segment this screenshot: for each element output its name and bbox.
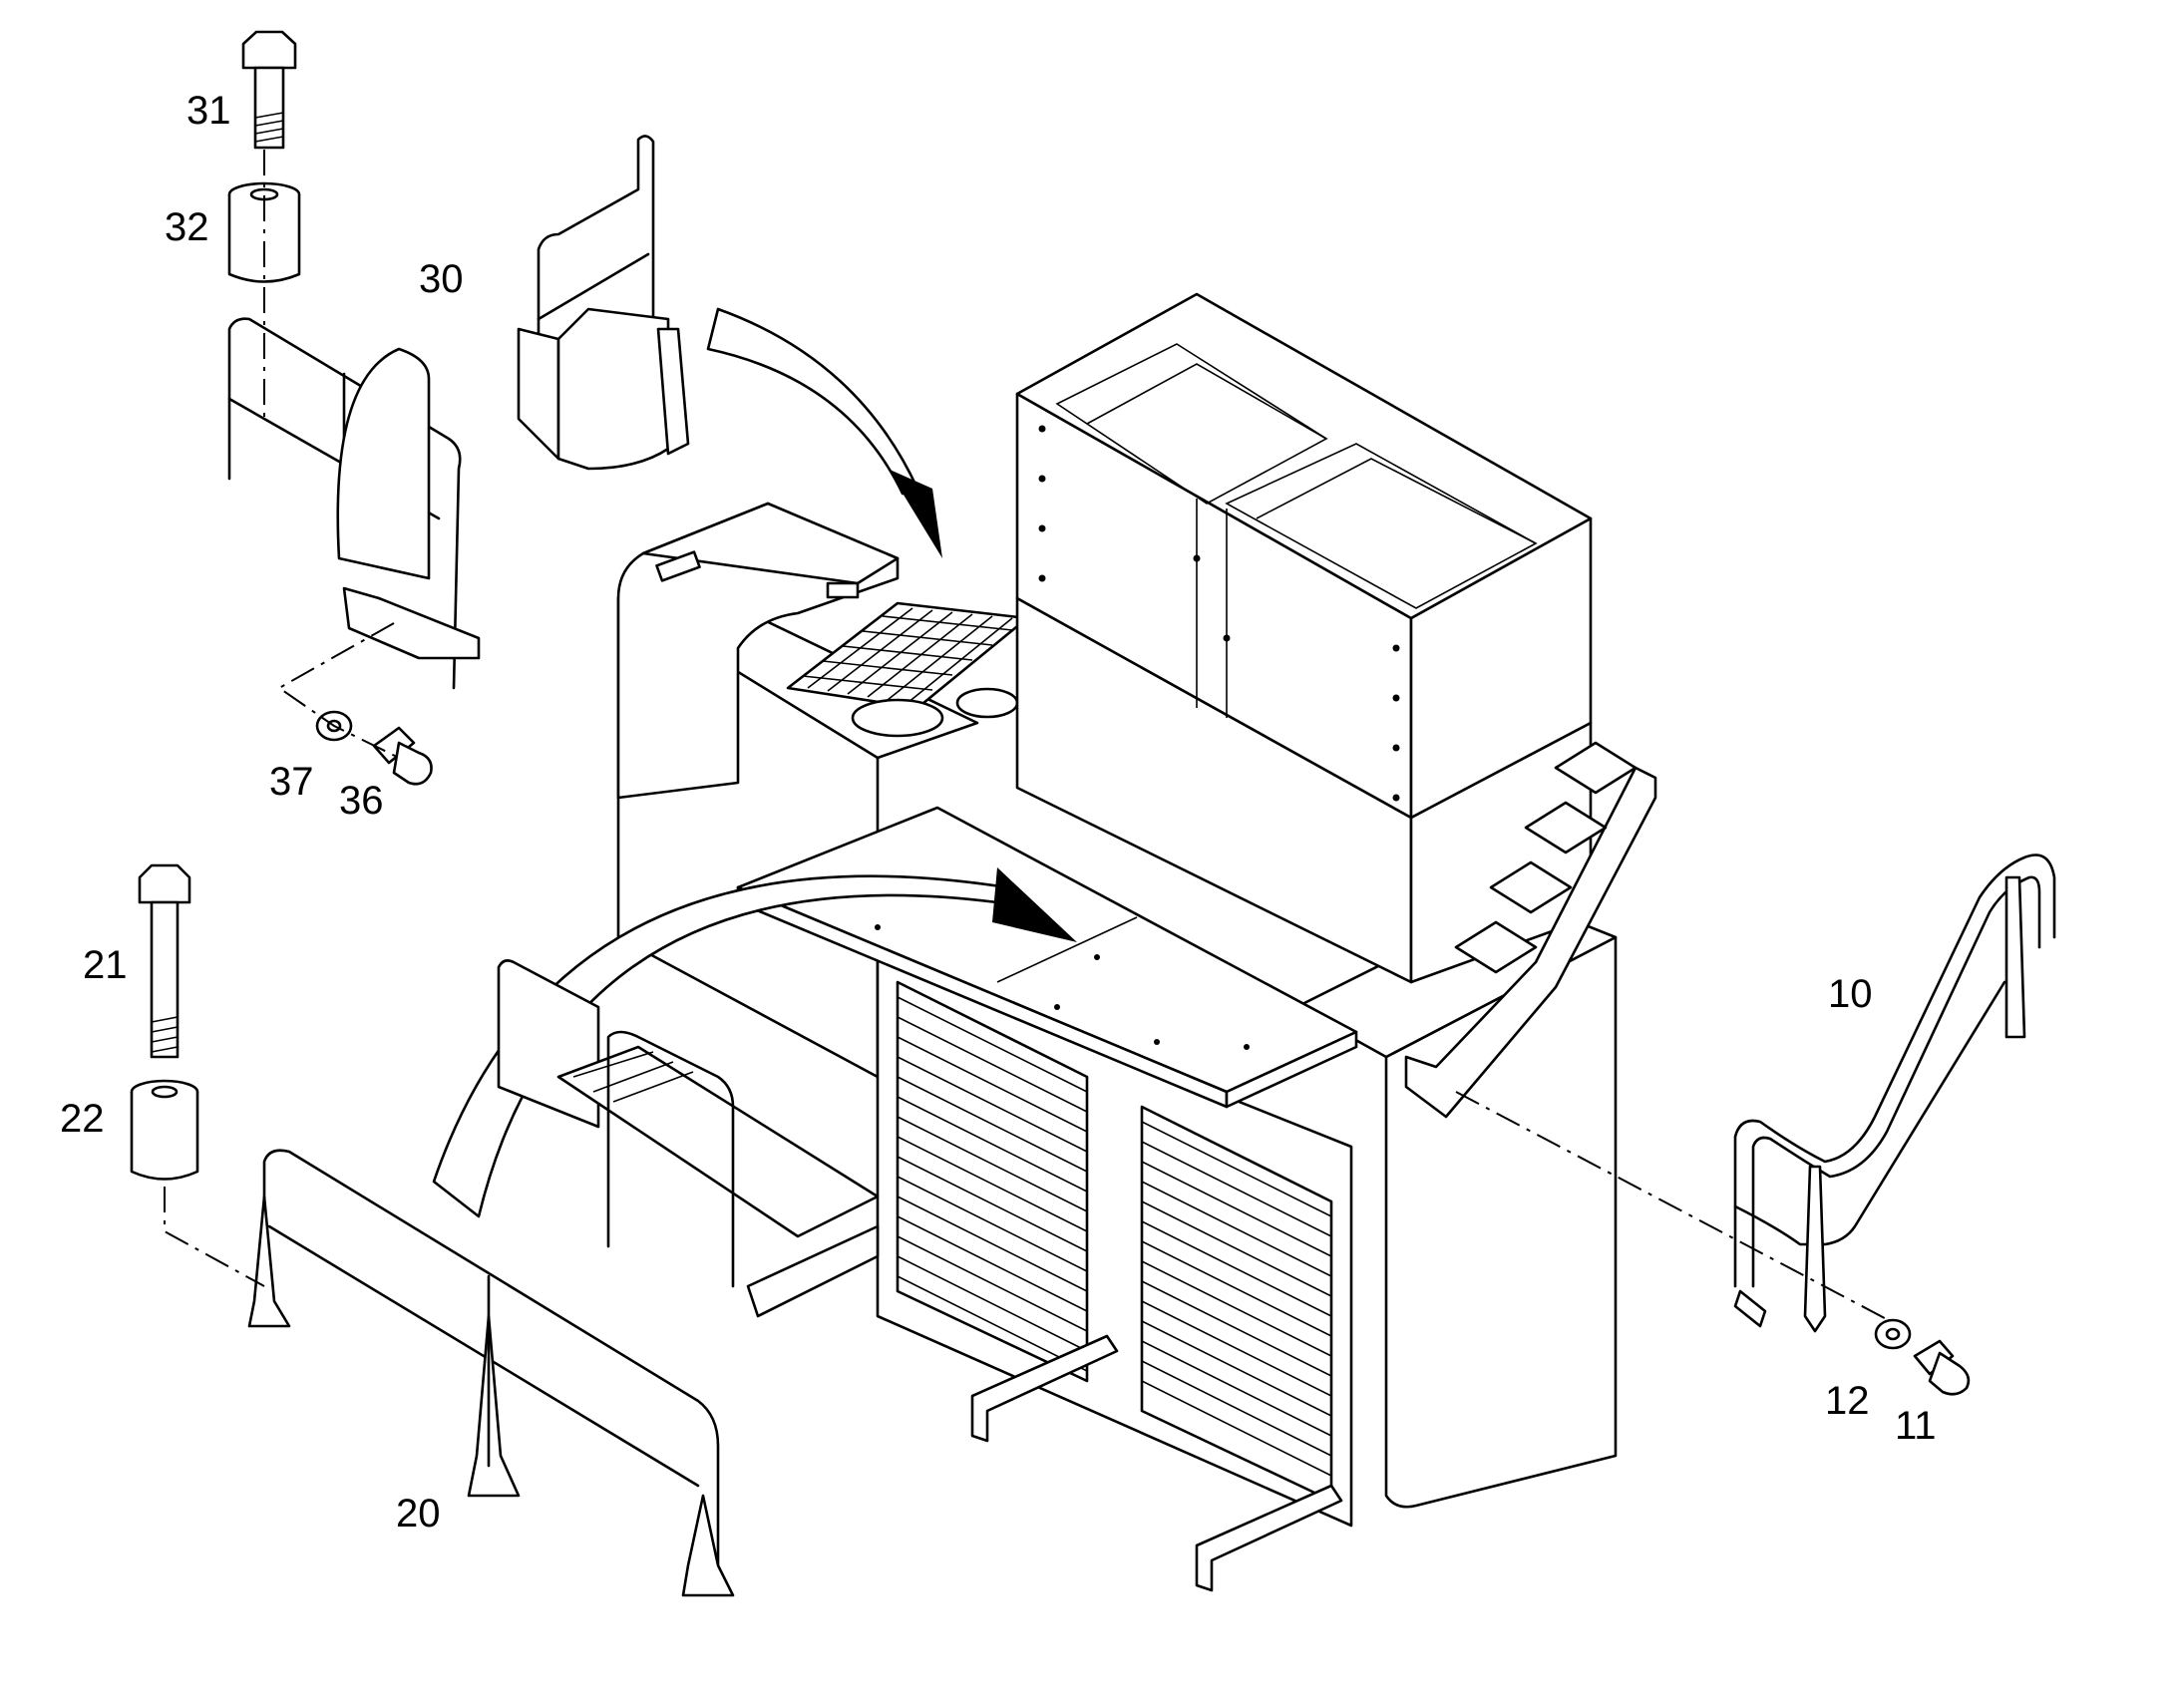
callout-11: 11: [1895, 1404, 1937, 1448]
bolt-holes: [1038, 425, 1400, 802]
swing-arrow-upper: [706, 307, 942, 558]
axis-21: [164, 1187, 265, 1287]
spacer-22: [130, 1079, 199, 1181]
axis-37: [277, 622, 400, 759]
bolt-36: [372, 726, 433, 786]
handrail-assembly-30-left: [227, 317, 481, 690]
washer-12: [1874, 1318, 1912, 1350]
bolt-31: [241, 30, 297, 150]
bolt-11: [1913, 1339, 1971, 1396]
rear-housing: [616, 502, 900, 800]
callout-36: 36: [339, 779, 384, 823]
handrail-10: [1733, 854, 2056, 1333]
callout-20: 20: [396, 1492, 441, 1536]
bolt-21: [138, 863, 191, 1059]
filter-box-lower: [1015, 596, 1593, 984]
callout-12: 12: [1825, 1379, 1870, 1423]
step-platform-left: [497, 959, 880, 1318]
callout-10: 10: [1828, 972, 1873, 1016]
callout-31: 31: [186, 89, 231, 133]
callout-30: 30: [419, 257, 464, 301]
vent-grille-right: [1140, 1105, 1333, 1503]
handrail-assembly-30-right: [517, 135, 690, 471]
callout-22: 22: [60, 1097, 105, 1141]
handrail-guard-20: [247, 1149, 735, 1597]
filter-box-upper: [1015, 292, 1593, 820]
radiator-grid: [786, 601, 1029, 738]
callout-21: 21: [83, 943, 128, 987]
callout-32: 32: [165, 205, 209, 249]
stair-treads: [1404, 741, 1657, 1119]
axis-10: [1455, 1091, 1901, 1327]
callout-37: 37: [269, 760, 314, 804]
vent-grille-left: [896, 980, 1089, 1383]
